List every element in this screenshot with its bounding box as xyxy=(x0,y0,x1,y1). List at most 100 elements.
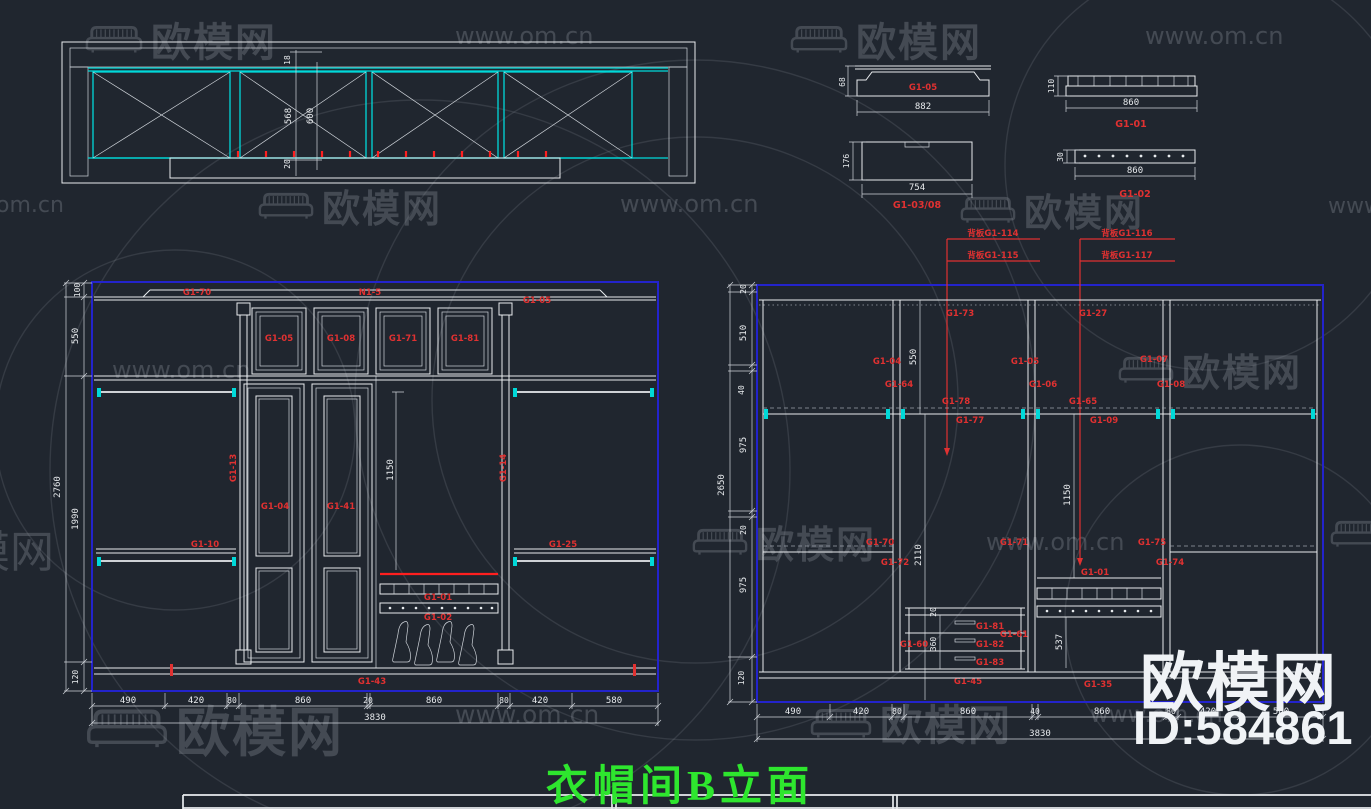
dim: 40 xyxy=(737,385,746,395)
dim-overall: 2650 xyxy=(717,474,727,496)
dim: 20 xyxy=(363,696,373,705)
plan-platform xyxy=(169,157,561,179)
title-block-edge xyxy=(182,794,1371,809)
detail-dim-height: 30 xyxy=(1056,152,1065,162)
strip-dots xyxy=(1045,609,1153,613)
watermark-brand-top-right: 欧模网 xyxy=(790,10,982,68)
label-stack-top: G1-01 xyxy=(424,593,452,603)
label: G1-77 xyxy=(956,416,984,426)
label: G1-27 xyxy=(1079,309,1107,319)
plan-red-ticks xyxy=(236,151,548,157)
tall-door-panels xyxy=(243,383,373,663)
label: G1-82 xyxy=(976,640,1004,650)
upper-door-panels xyxy=(251,307,493,375)
plan-cabinet-boxes xyxy=(92,71,633,159)
detail-drawer-front: 176 754 G1-03/08 xyxy=(842,141,973,211)
label: G1-45 xyxy=(954,677,982,687)
drawing-title: 衣帽间B立面 xyxy=(546,764,815,809)
left-elev-dim-chain: 100 550 1990 120 2760 xyxy=(53,279,92,695)
dim-under-shelf: 537 xyxy=(1055,634,1065,650)
detail-dim-height: 176 xyxy=(842,154,851,169)
label-crown: N1-5 xyxy=(359,288,382,298)
watermark-brand: 欧模网 xyxy=(810,692,1012,753)
dim-drawer-gap: 20 xyxy=(929,607,938,617)
watermark-brand-bottom-left: 欧模网 xyxy=(86,688,344,767)
dim: 860 xyxy=(426,696,442,706)
right-elev-bottom-dims: 490 420 80 860 40 860 80 420 580 3830 xyxy=(753,704,1327,743)
label: G1-04 xyxy=(873,357,901,367)
dim: 420 xyxy=(188,696,204,706)
label: G1-83 xyxy=(976,658,1004,668)
dim: 1990 xyxy=(71,508,81,530)
detail-label: G1-03/08 xyxy=(893,200,942,211)
watermark-brand-partial: 欧模网 xyxy=(0,527,54,578)
label: G1-01 xyxy=(1081,568,1109,578)
label-tall-door1: G1-04 xyxy=(261,502,289,512)
watermark-site: www.om.cn xyxy=(986,528,1125,556)
dim: 80 xyxy=(892,707,902,716)
label-side-right: G1-14 xyxy=(499,454,509,482)
label: G1-78 xyxy=(942,397,970,407)
dim: 490 xyxy=(120,696,136,706)
watermark-site: www.om.cn xyxy=(455,700,600,729)
back-panel-leaders: 背板G1-114 背板G1-115 背板G1-116 背板G1-117 xyxy=(944,228,1175,566)
leader-label: 背板G1-117 xyxy=(1101,250,1152,261)
detail-dim-height: 110 xyxy=(1047,79,1056,94)
label: G1-64 xyxy=(885,380,913,390)
label-side-left: G1-13 xyxy=(229,454,239,482)
right-elevation: 背板G1-114 背板G1-115 背板G1-116 背板G1-117 G1-7… xyxy=(717,228,1327,743)
label: G1-65 xyxy=(1069,397,1097,407)
detail-top-shelf: 110 860 G1-01 xyxy=(1047,75,1198,130)
dim-top-height: 550 xyxy=(909,349,919,365)
detail-dim-width: 882 xyxy=(915,102,931,112)
detail-dim-height: 68 xyxy=(838,77,847,87)
leader-label: 背板G1-116 xyxy=(1101,228,1152,239)
watermark-site: www.om.cn xyxy=(112,356,251,384)
watermark-site-partial: om.cn xyxy=(0,193,64,218)
dim: 580 xyxy=(1273,707,1289,717)
label-base: G1-35 xyxy=(1084,680,1112,690)
right-elev-dim-chain: 20 510 40 975 20 975 120 2650 xyxy=(717,281,757,706)
dim: 510 xyxy=(739,325,749,341)
label-stack-bottom: G1-02 xyxy=(424,613,452,623)
label: G1-08 xyxy=(1157,380,1185,390)
detail-shoe-strip: 30 860 G1-02 xyxy=(1056,149,1196,200)
label: G1-60 xyxy=(900,640,928,650)
dim: 120 xyxy=(737,671,746,686)
dim: 100 xyxy=(73,283,82,298)
detail-crown-molding: 68 882 G1-05 xyxy=(838,65,991,116)
shoe-sketches xyxy=(392,621,477,666)
label: G1-07 xyxy=(1140,355,1168,365)
label-door2: G1-08 xyxy=(327,334,355,344)
dim: 80 xyxy=(499,696,509,705)
dim: 20 xyxy=(739,525,748,535)
dim: 20 xyxy=(739,284,748,294)
dim: 580 xyxy=(606,696,622,706)
label: G1-74 xyxy=(1156,558,1184,568)
label-shelf-right: G1-25 xyxy=(549,540,577,550)
label: G1-70 xyxy=(866,538,894,548)
dim-rod-height: 1150 xyxy=(1063,484,1073,506)
label-door3: G1-71 xyxy=(389,334,417,344)
label: G1-61 xyxy=(1000,630,1028,640)
dim: 860 xyxy=(960,707,976,717)
dim: 860 xyxy=(1094,707,1110,717)
label-base: G1-43 xyxy=(358,677,386,687)
dim-mid-height: 2110 xyxy=(914,544,924,566)
detail-label: G1-01 xyxy=(1115,119,1147,130)
label: G1-09 xyxy=(1090,416,1118,426)
label: G1-71 xyxy=(1000,538,1028,548)
label-bay-right: G1-05 xyxy=(523,296,551,306)
left-elevation: N1-5 G1-70 G1-05 G1-05 G1-08 G1-71 xyxy=(53,279,662,727)
strip-dots xyxy=(1083,154,1185,158)
detail-dim-width: 754 xyxy=(909,183,925,193)
dim: 420 xyxy=(853,707,869,717)
dim: 40 xyxy=(1030,707,1040,716)
watermark-brand: 欧模网 xyxy=(258,178,442,233)
model-id: ID:584861 xyxy=(1133,701,1353,754)
detail-label: G1-05 xyxy=(909,83,937,93)
label: G1-75 xyxy=(1138,538,1166,548)
watermark-brand-partial: 欧模网 xyxy=(1118,342,1302,397)
